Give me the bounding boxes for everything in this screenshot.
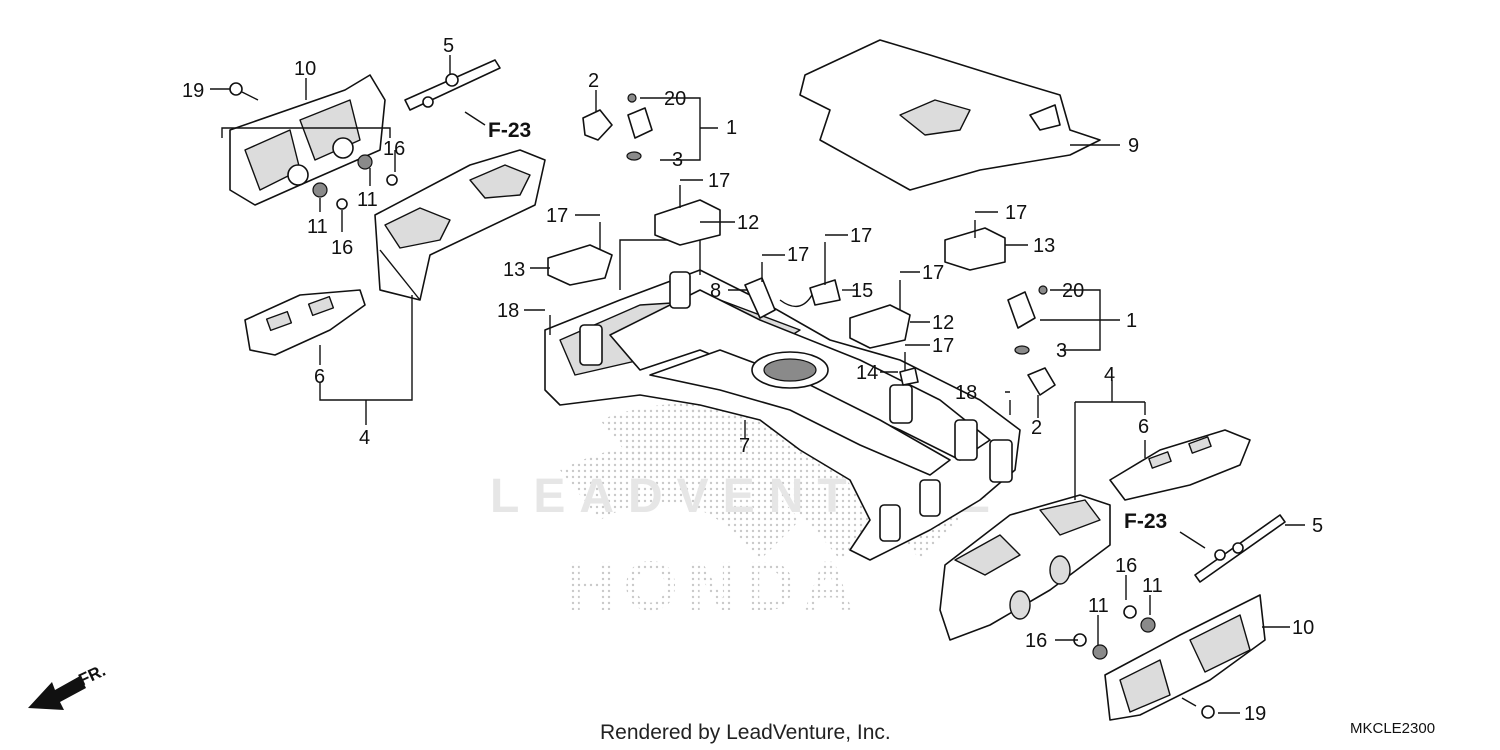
callout-1-left: 1 xyxy=(726,117,737,139)
callout-10-left: 10 xyxy=(294,58,316,80)
honda-brand-watermark: HONDA xyxy=(565,547,862,625)
callout-12-upper: 12 xyxy=(737,212,759,234)
ref-f23-right: F-23 xyxy=(1124,510,1167,533)
gasket-right-part-6 xyxy=(1109,429,1251,501)
callout-6-left: 6 xyxy=(314,366,325,388)
callout-17-b: 17 xyxy=(546,205,568,227)
right-small-parts xyxy=(1073,605,1215,719)
callout-5-left: 5 xyxy=(443,35,454,57)
callout-8: 8 xyxy=(710,280,721,302)
reference-labels: F-23 F-23 xyxy=(464,111,1206,549)
intake-cover-left-part-4 xyxy=(374,149,546,301)
front-direction-arrow: FR. xyxy=(28,661,109,710)
fuel-rail-right-part-5 xyxy=(1194,514,1286,583)
intake-cover-right-part-4 xyxy=(939,494,1111,641)
callout-15: 15 xyxy=(851,280,873,302)
callout-17-e: 17 xyxy=(922,262,944,284)
callout-5-right: 5 xyxy=(1312,515,1323,537)
callout-2-left: 2 xyxy=(588,70,599,92)
callout-3-left: 3 xyxy=(672,149,683,171)
callout-7: 7 xyxy=(739,435,750,457)
callout-3-right: 3 xyxy=(1056,340,1067,362)
callout-16-upper-left: 16 xyxy=(383,138,405,160)
ref-f23-left: F-23 xyxy=(488,119,531,142)
shield-right-part-10 xyxy=(1104,594,1266,721)
callout-12-lower: 12 xyxy=(932,312,954,334)
callout-11-lower-left: 11 xyxy=(307,216,328,238)
callout-4-left: 4 xyxy=(359,427,370,449)
callout-9: 9 xyxy=(1128,135,1139,157)
callout-19-right: 19 xyxy=(1244,703,1266,725)
callout-16-lower-right: 16 xyxy=(1025,630,1047,652)
callout-17-c: 17 xyxy=(787,244,809,266)
credit-text: Rendered by LeadVenture, Inc. xyxy=(600,721,891,744)
callout-18-left: 18 xyxy=(497,300,519,322)
callout-20-right: 20 xyxy=(1062,280,1084,302)
callout-6-right: 6 xyxy=(1138,416,1149,438)
intake-manifold-part-7 xyxy=(544,239,1021,561)
callout-2-right: 2 xyxy=(1031,417,1042,439)
callout-11-upper-right: 11 xyxy=(1142,575,1163,597)
callout-19-left: 19 xyxy=(182,80,204,102)
callout-18-right: 18 xyxy=(955,382,977,404)
fuel-rail-left-part-5 xyxy=(404,59,501,111)
callout-17-a: 17 xyxy=(708,170,730,192)
top-cover-plate-part-9 xyxy=(799,39,1101,191)
callout-13-left: 13 xyxy=(503,259,525,281)
callout-16-upper-right: 16 xyxy=(1115,555,1137,577)
callout-17-g: 17 xyxy=(1005,202,1027,224)
diagram-code: MKCLE2300 xyxy=(1350,720,1435,737)
callout-11-lower-right: 11 xyxy=(1088,595,1109,617)
callout-16-lower-left: 16 xyxy=(331,237,353,259)
callout-1-right: 1 xyxy=(1126,310,1137,332)
callout-20-left: 20 xyxy=(664,88,686,110)
callout-17-f: 17 xyxy=(932,335,954,357)
leader-lines xyxy=(210,55,1305,714)
callout-labels: 19 10 5 2 20 1 3 16 11 11 16 17 17 12 13… xyxy=(182,35,1323,725)
sensor-parts xyxy=(582,93,1056,396)
callout-13-right: 13 xyxy=(1033,235,1055,257)
callout-4-right: 4 xyxy=(1104,364,1115,386)
gasket-left-part-6 xyxy=(244,289,366,356)
callout-17-d: 17 xyxy=(850,225,872,247)
shield-left-part-10 xyxy=(229,74,386,206)
callout-14: 14 xyxy=(856,362,878,384)
mount-rubber-parts xyxy=(547,199,1006,349)
left-small-parts xyxy=(229,82,398,210)
callout-11-upper-left: 11 xyxy=(357,189,378,211)
callout-10-right: 10 xyxy=(1292,617,1314,639)
